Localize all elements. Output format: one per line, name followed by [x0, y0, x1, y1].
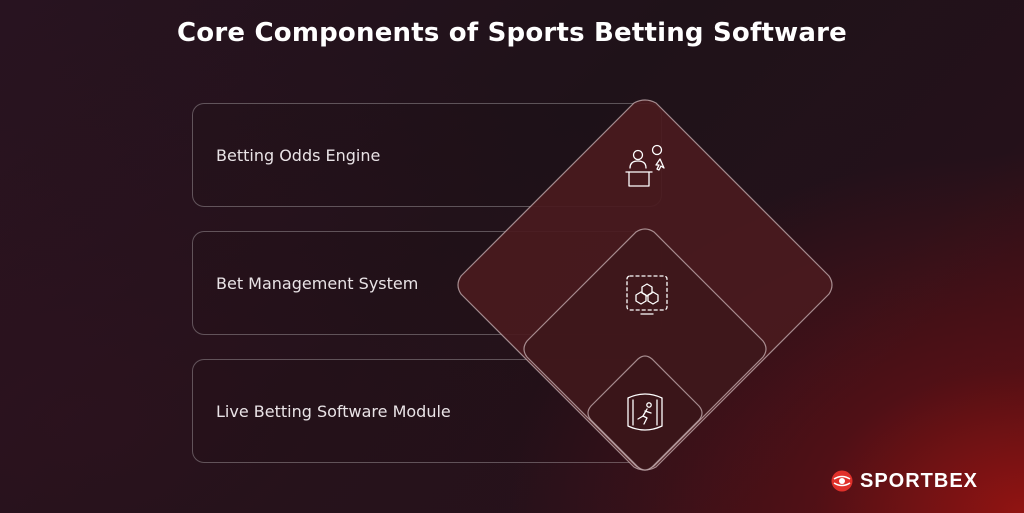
- brand-logo: SPORTBEX: [830, 468, 978, 494]
- presenter-icon: [625, 144, 665, 187]
- diamond-middle: [523, 228, 767, 470]
- live-stadium-icon: [627, 393, 663, 431]
- component-label: Betting Odds Engine: [216, 145, 381, 165]
- brand-name: SPORTBEX: [860, 469, 979, 492]
- page-title: Core Components of Sports Betting Softwa…: [177, 18, 847, 48]
- sportbex-logo-icon: [831, 470, 853, 492]
- component-label: Bet Management System: [216, 273, 419, 293]
- component-label: Live Betting Software Module: [216, 401, 451, 421]
- blocks-icon: [626, 275, 668, 315]
